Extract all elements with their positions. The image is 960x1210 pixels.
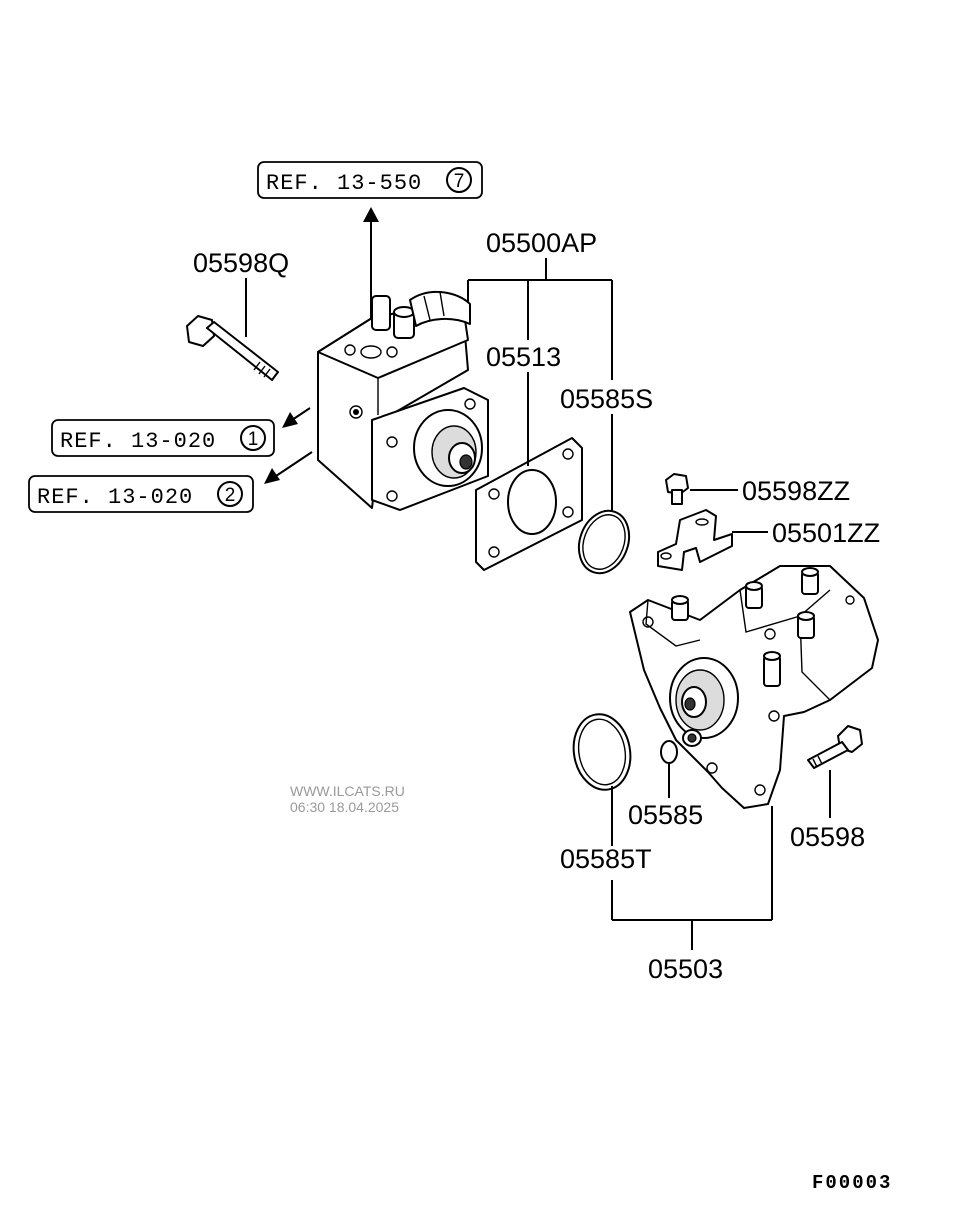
injection-pump[interactable] (317, 290, 489, 511)
bolt-05598zz[interactable] (665, 473, 689, 505)
svg-text:2: 2 (225, 485, 236, 506)
part-label-05585t[interactable]: 05585T (560, 844, 652, 874)
pump-housing-05503[interactable] (629, 565, 879, 809)
o-ring-05585t[interactable] (568, 710, 636, 795)
part-label-05501zz[interactable]: 05501ZZ (772, 518, 880, 548)
arrow-down-left-icon (282, 407, 311, 428)
figure-code: F00003 (812, 1172, 892, 1194)
watermark: WWW.ILCATS.RU 06:30 18.04.2025 (290, 783, 405, 815)
ref-box-13-020-2[interactable]: REF. 13-020 2 (28, 475, 254, 513)
part-label-05598q[interactable]: 05598Q (193, 248, 289, 278)
svg-text:1: 1 (248, 429, 259, 450)
svg-text:06:30 18.04.2025: 06:30 18.04.2025 (290, 799, 399, 815)
svg-text:WWW.ILCATS.RU: WWW.ILCATS.RU (290, 783, 405, 799)
ref-box-13-020-1[interactable]: REF. 13-020 1 (51, 419, 275, 457)
part-label-05585[interactable]: 05585 (628, 800, 703, 830)
part-label-05503[interactable]: 05503 (648, 954, 723, 984)
o-ring-05585s[interactable] (571, 504, 638, 581)
arrow-down-left-icon (264, 451, 313, 484)
bolt-05598[interactable] (807, 725, 863, 769)
part-label-05598[interactable]: 05598 (790, 822, 865, 852)
bolt-05598q[interactable] (186, 315, 279, 381)
o-ring-05585[interactable] (660, 740, 678, 764)
part-label-05585s[interactable]: 05585S (560, 384, 653, 414)
bracket-05501zz[interactable] (657, 509, 733, 571)
svg-text:REF. 13-020: REF. 13-020 (60, 429, 216, 454)
svg-text:REF. 13-550: REF. 13-550 (266, 171, 422, 196)
part-label-05513[interactable]: 05513 (486, 342, 561, 372)
svg-text:7: 7 (454, 171, 465, 192)
ref-box-13-550-7[interactable]: REF. 13-550 7 (257, 161, 483, 199)
part-label-05500ap[interactable]: 05500AP (486, 228, 597, 258)
part-label-05598zz[interactable]: 05598ZZ (742, 476, 850, 506)
gasket-05513[interactable] (475, 437, 583, 571)
svg-text:REF. 13-020: REF. 13-020 (37, 485, 193, 510)
